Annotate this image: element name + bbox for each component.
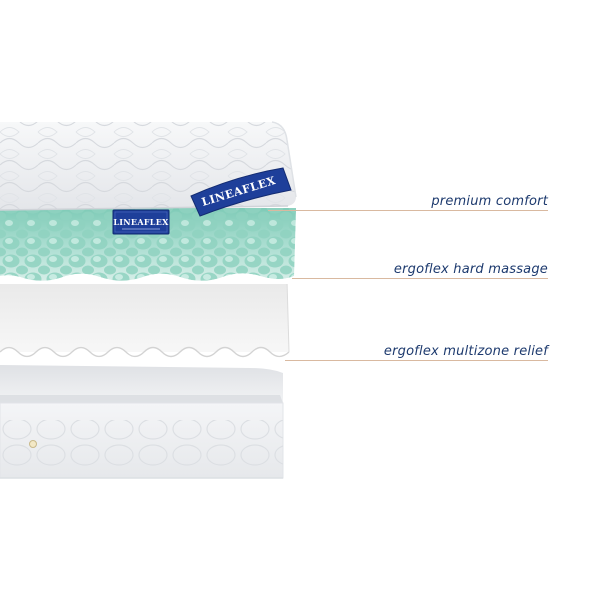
leader-line-ergoflex-multizone-relief	[285, 360, 548, 361]
ergoflex-multizone-relief-foam	[0, 279, 290, 362]
mattress-base-layer	[0, 365, 284, 479]
label-ergoflex-multizone-relief: ergoflex multizone relief	[383, 344, 548, 359]
label-premium-comfort: premium comfort	[431, 194, 548, 209]
brand-front-label: LINEAFLEX	[112, 209, 170, 235]
label-ergoflex-hard-massage: ergoflex hard massage	[393, 262, 548, 277]
leader-line-ergoflex-hard-massage	[292, 278, 548, 279]
leader-line-premium-comfort	[268, 210, 548, 211]
ergoflex-hard-massage-foam	[0, 208, 296, 284]
brand-front-text: LINEAFLEX	[113, 217, 169, 227]
